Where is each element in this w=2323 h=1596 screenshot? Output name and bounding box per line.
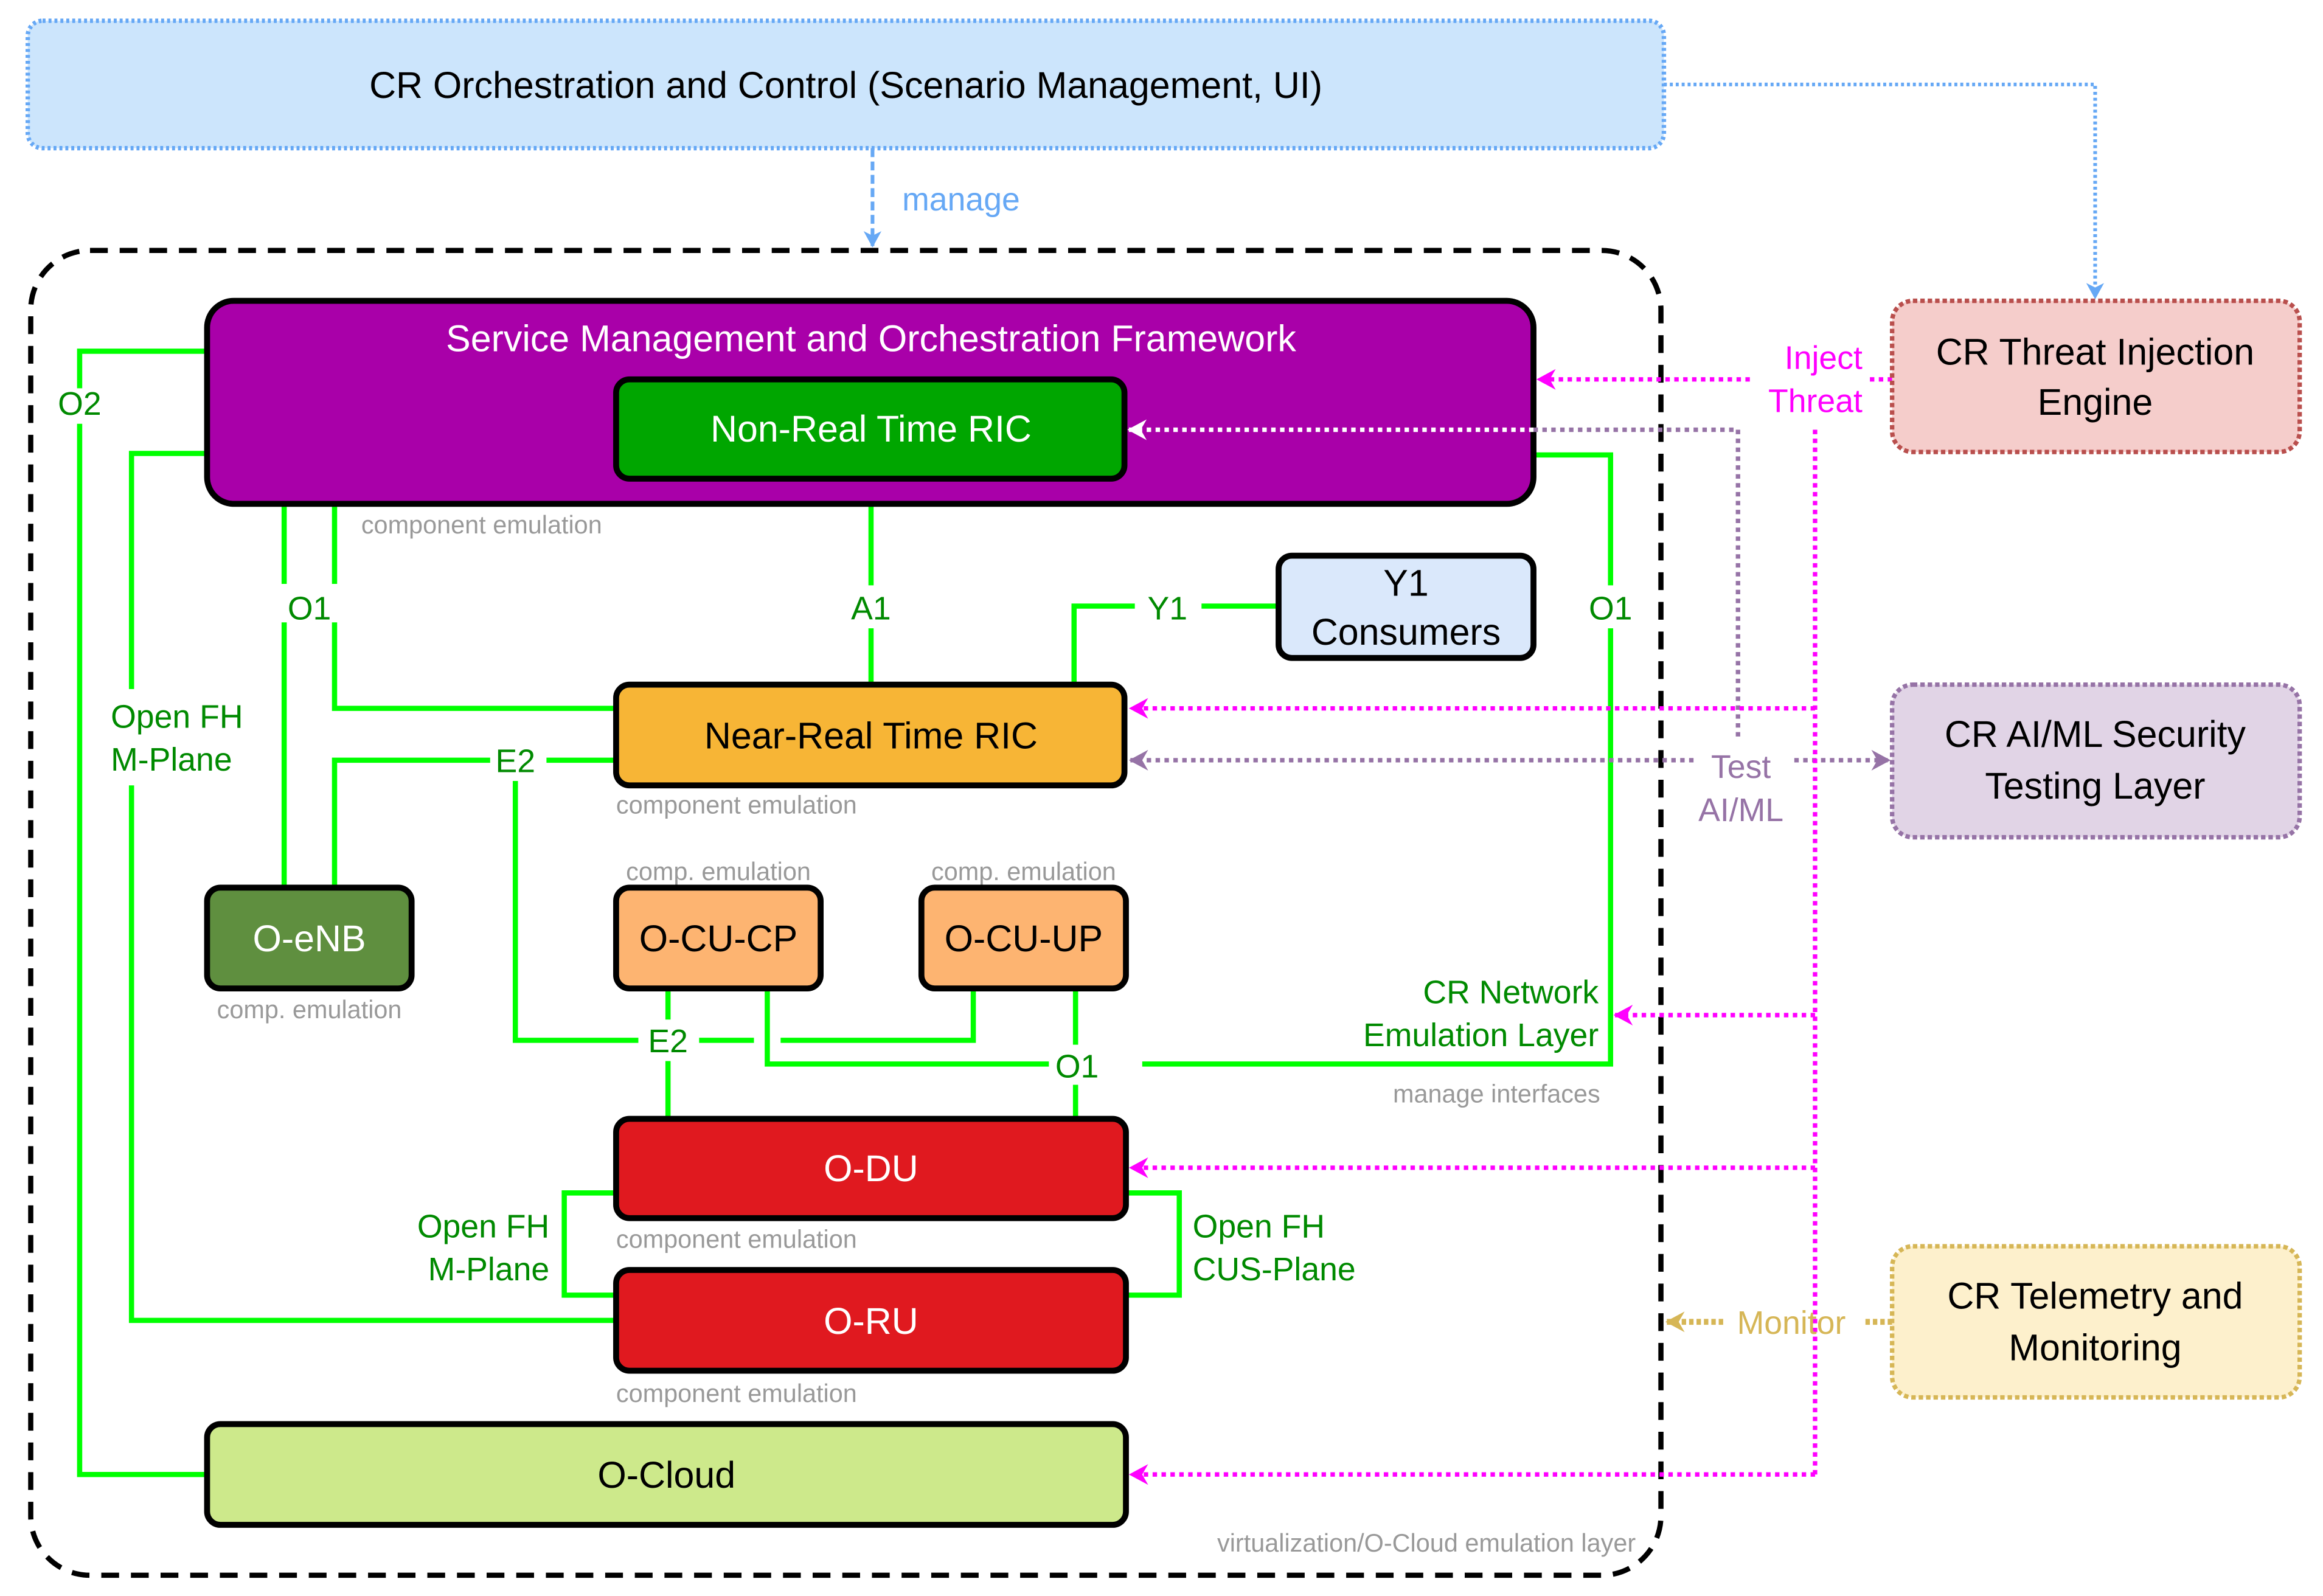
o-enb-note: comp. emulation <box>217 996 402 1024</box>
o-cu-up-box[interactable]: O-CU-UP <box>918 884 1129 991</box>
o1-left-label: O1 <box>288 590 332 626</box>
monitor-label: Monitor <box>1737 1305 1846 1341</box>
y1-consumers-label-1: Y1 <box>1383 562 1428 603</box>
fh-cus-label-2: CUS-Plane <box>1193 1251 1356 1288</box>
fh-m-left-upper <box>128 451 207 689</box>
fh-m-left-lower <box>128 785 616 1324</box>
y1-label: Y1 <box>1147 590 1187 626</box>
y1-consumers-label-2: Consumers <box>1311 611 1501 653</box>
fh-m-mid-label-2: M-Plane <box>428 1251 550 1288</box>
o-cloud-label: O-Cloud <box>597 1454 735 1496</box>
o-cu-up-label: O-CU-UP <box>945 918 1103 959</box>
non-rt-ric-box[interactable]: Non-Real Time RIC <box>613 376 1128 482</box>
test-aiml-label-2: AI/ML <box>1698 792 1783 828</box>
o-du-box[interactable]: O-DU <box>613 1115 1129 1221</box>
o-cu-cp-box[interactable]: O-CU-CP <box>613 884 824 991</box>
o1-right-upper <box>1533 452 1613 586</box>
o-enb-label: O-eNB <box>253 918 366 959</box>
e2-upper-label: E2 <box>495 743 535 779</box>
o-ru-note: component emulation <box>616 1379 857 1407</box>
e2-lower-h-right <box>780 988 976 1043</box>
near-rt-ric-note: component emulation <box>616 791 857 819</box>
o-enb-box[interactable]: O-eNB <box>204 884 415 991</box>
fh-m-left-label-2: M-Plane <box>111 741 232 778</box>
o-ru-label: O-RU <box>824 1300 918 1342</box>
container-footer-label: virtualization/O-Cloud emulation layer <box>1217 1529 1636 1557</box>
o-cu-cp-note: comp. emulation <box>626 858 811 886</box>
o2-label: O2 <box>58 386 101 422</box>
non-rt-ric-label: Non-Real Time RIC <box>710 408 1032 449</box>
y1-consumers-box[interactable]: Y1 Consumers <box>1276 552 1537 661</box>
interface-lines <box>77 349 1613 1477</box>
fh-cus <box>1126 1190 1182 1298</box>
emulation-container <box>28 248 1664 1578</box>
telemetry-label-2: Monitoring <box>2009 1327 2181 1369</box>
threat-engine-label-1: CR Threat Injection <box>1936 331 2254 372</box>
test-aiml-label-1: Test <box>1711 749 1771 785</box>
e2-lower-label: E2 <box>648 1023 688 1060</box>
network-layer-note: manage interfaces <box>1393 1080 1600 1108</box>
orchestration-label: CR Orchestration and Control (Scenario M… <box>369 64 1322 106</box>
telemetry-label-1: CR Telemetry and <box>1947 1275 2243 1316</box>
fh-cus-label-1: Open FH <box>1193 1208 1325 1244</box>
aiml-layer-label-2: Testing Layer <box>1985 765 2205 807</box>
o1-right-lower <box>1142 628 1613 1067</box>
o1-lower-cp <box>765 988 1049 1067</box>
threat-engine-label-2: Engine <box>2038 381 2153 423</box>
fh-m-mid <box>561 1190 616 1298</box>
o1-left-b-lower <box>332 622 616 711</box>
near-rt-ric-box[interactable]: Near-Real Time RIC <box>613 681 1128 789</box>
aiml-connections <box>1127 419 1891 771</box>
o-cu-up-note: comp. emulation <box>931 858 1116 886</box>
o2-line <box>77 349 207 389</box>
o1-right-label: O1 <box>1589 590 1633 626</box>
fh-m-left-label-1: Open FH <box>111 698 243 735</box>
network-layer-label-2: Emulation Layer <box>1363 1017 1599 1053</box>
o-du-label: O-DU <box>824 1148 918 1189</box>
orchestration-to-threat-arrow <box>1664 82 2105 300</box>
e2-upper-left <box>332 757 490 888</box>
o1-lower-label: O1 <box>1055 1048 1099 1084</box>
threat-injection-engine-box[interactable]: CR Threat Injection Engine <box>1889 298 2302 454</box>
threat-connections <box>1128 369 1892 1485</box>
inject-threat-label-2: Threat <box>1768 383 1863 419</box>
smo-note: component emulation <box>361 511 602 539</box>
manage-label: manage <box>902 181 1020 218</box>
telemetry-monitoring-box[interactable]: CR Telemetry and Monitoring <box>1889 1244 2302 1400</box>
aiml-security-testing-box[interactable]: CR AI/ML Security Testing Layer <box>1889 682 2302 840</box>
smo-label: Service Management and Orchestration Fra… <box>446 317 1296 359</box>
aiml-layer-label-1: CR AI/ML Security <box>1945 713 2246 755</box>
e2-upper-down <box>512 780 639 1043</box>
o-du-note: component emulation <box>616 1225 857 1253</box>
o-cloud-box[interactable]: O-Cloud <box>204 1421 1129 1528</box>
a1-label: A1 <box>851 590 891 626</box>
near-rt-ric-label: Near-Real Time RIC <box>704 715 1038 756</box>
o-ru-box[interactable]: O-RU <box>613 1267 1129 1374</box>
network-layer-label-1: CR Network <box>1423 974 1599 1010</box>
y1-left <box>1071 603 1135 685</box>
inject-threat-label-1: Inject <box>1785 340 1863 376</box>
o-cu-cp-label: O-CU-CP <box>639 918 797 959</box>
fh-m-mid-label-1: Open FH <box>417 1208 549 1244</box>
orchestration-control-box[interactable]: CR Orchestration and Control (Scenario M… <box>26 18 1667 151</box>
o2-line-lower <box>77 423 207 1477</box>
